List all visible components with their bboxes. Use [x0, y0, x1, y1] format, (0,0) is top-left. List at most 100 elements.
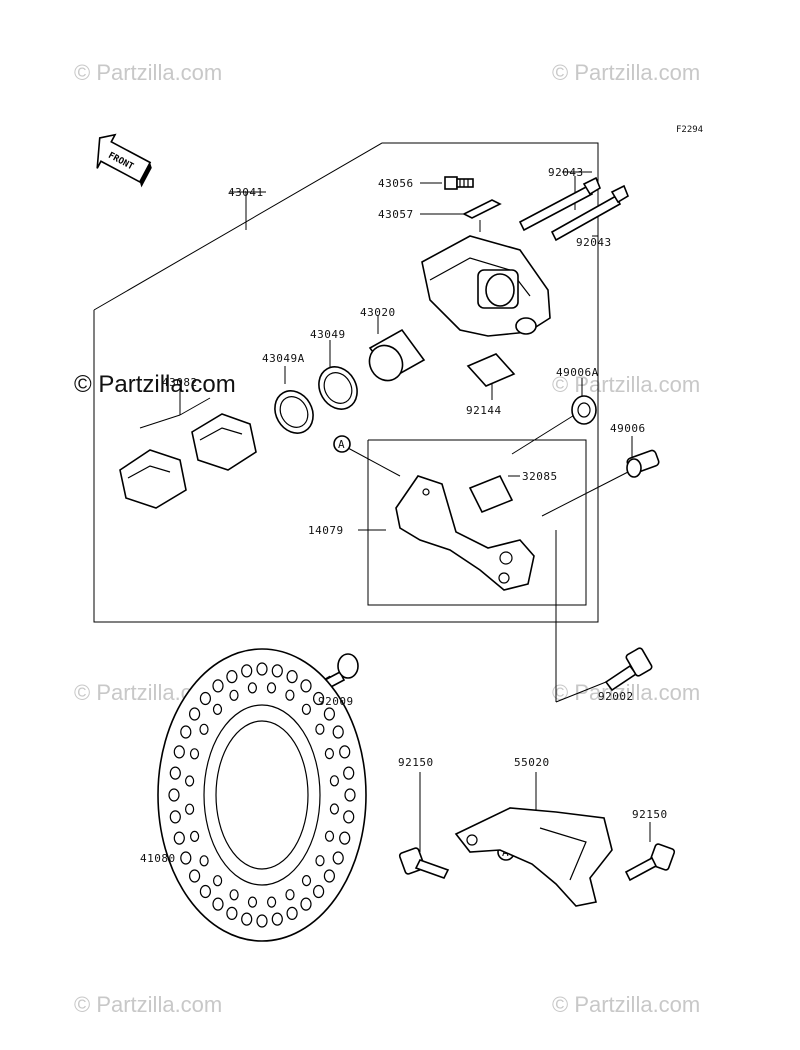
disc-hole	[343, 766, 355, 780]
part-label: 92144	[466, 404, 502, 417]
disc-hole	[213, 875, 223, 887]
disc-hole	[185, 803, 195, 815]
watermark: © Partzilla.com	[552, 60, 700, 85]
part-label: 55020	[514, 756, 550, 769]
part-label: 43020	[360, 306, 396, 319]
disc-hole	[286, 906, 298, 921]
disc-hole	[180, 851, 192, 865]
disc-hole	[344, 788, 356, 802]
disc-hole	[300, 679, 312, 693]
disc-hole	[212, 897, 224, 911]
disc-hole	[301, 703, 311, 715]
disc-hole	[199, 855, 209, 867]
disc-hole	[271, 912, 283, 926]
pad-holder	[468, 474, 514, 514]
disc-hole	[199, 884, 211, 899]
disc-hole	[226, 669, 238, 684]
ref-marker-a: A	[333, 435, 351, 453]
disc-hole	[323, 707, 335, 721]
disc-hole	[189, 748, 200, 760]
disc-hole	[256, 914, 268, 928]
disc-hole	[332, 851, 344, 865]
pin-boot	[571, 395, 597, 425]
part-label: 92009	[318, 695, 354, 708]
caliper-pins	[518, 176, 629, 242]
pad-spring	[466, 353, 516, 387]
disc-hole	[300, 897, 312, 911]
part-label: 92150	[632, 808, 668, 821]
disc-hole	[241, 912, 253, 926]
part-label: 43082	[162, 376, 198, 389]
disc-hole	[212, 703, 223, 716]
diagram-code: F2294	[676, 125, 703, 135]
part-label: 14079	[308, 524, 344, 537]
disc-hole	[313, 691, 325, 706]
part-label: 43041	[228, 186, 264, 199]
disc-hole	[324, 747, 334, 760]
part-label: 41080	[140, 852, 176, 865]
disc-hole	[241, 664, 253, 678]
disc-hole	[169, 766, 181, 780]
disc-hole	[229, 889, 239, 901]
disc-hole	[180, 725, 192, 739]
assembly-boundary	[93, 142, 599, 623]
disc-hole	[189, 707, 201, 721]
watermark: © Partzilla.com	[74, 60, 222, 85]
disc-hole	[199, 691, 211, 706]
bleeder-valve	[444, 176, 474, 190]
part-labels: 43041 43056 43057 92043 92043 43020 4304…	[140, 166, 668, 865]
disc-hole	[189, 869, 201, 883]
brake-disc	[157, 648, 367, 942]
bracket-bolt-2	[624, 843, 676, 882]
disc-hole	[190, 830, 200, 843]
disc-hole	[256, 662, 268, 676]
part-label: 43057	[378, 208, 414, 221]
disc-hole	[226, 906, 238, 921]
caliper-piston	[368, 328, 426, 382]
brake-pads	[119, 413, 257, 509]
disc-hole	[271, 664, 283, 678]
disc-hole	[247, 682, 257, 694]
part-label: 92043	[548, 166, 584, 179]
watermark-layer: © Partzilla.com © Partzilla.com © Partzi…	[74, 60, 700, 1017]
bracket-subassembly-box	[367, 439, 587, 606]
disc-hole	[339, 745, 351, 759]
watermark: © Partzilla.com	[552, 372, 700, 397]
part-label: 43049A	[262, 352, 305, 365]
dust-seal	[274, 390, 314, 434]
part-label: 43049	[310, 328, 346, 341]
part-label: 92002	[598, 690, 634, 703]
disc-hole	[332, 725, 344, 739]
part-label: 43056	[378, 177, 414, 190]
mount-bracket	[454, 807, 613, 907]
watermark: © Partzilla.com	[552, 992, 700, 1017]
disc-hole	[323, 869, 335, 883]
part-label: 92043	[576, 236, 612, 249]
disc-hole	[343, 810, 355, 824]
watermark: © Partzilla.com	[74, 371, 236, 398]
disc-hole	[169, 810, 181, 824]
disc-hole	[339, 831, 351, 845]
pin-boot-long	[626, 449, 660, 478]
part-label: 49006A	[556, 366, 599, 379]
disc-hole	[324, 830, 335, 842]
disc-hole	[301, 874, 312, 887]
disc-hole	[168, 788, 180, 802]
disc-hole	[329, 803, 339, 815]
disc-hole	[313, 884, 325, 899]
disc-hole	[247, 896, 258, 908]
caliper-body	[421, 235, 551, 337]
disc-hole	[229, 689, 239, 701]
caliper-bolt	[604, 647, 653, 692]
bracket-bolt	[398, 847, 450, 879]
disc-hole	[185, 775, 195, 787]
front-arrow-icon: FRONT	[96, 133, 152, 188]
disc-hole	[173, 831, 185, 845]
bleeder-cap	[462, 199, 502, 219]
disc-hole	[285, 689, 295, 701]
part-label: 32085	[522, 470, 558, 483]
disc-hole	[199, 723, 209, 735]
disc-hole	[267, 896, 277, 908]
disc-hole	[315, 723, 325, 735]
